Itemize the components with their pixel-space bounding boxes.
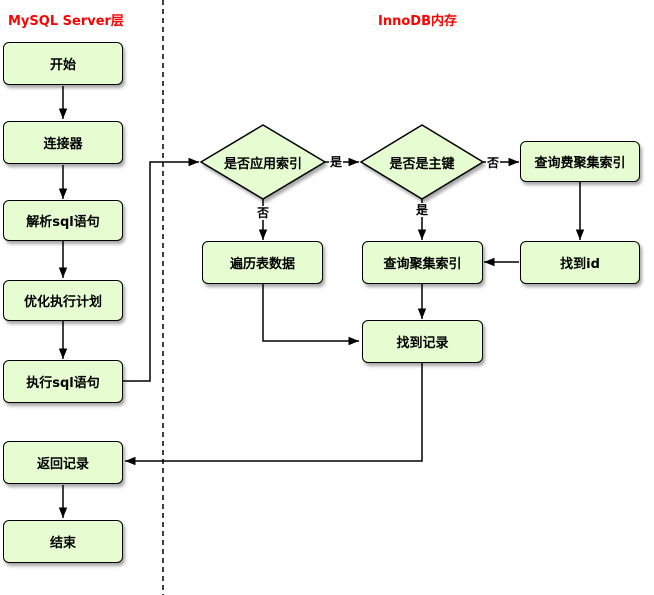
- lane-title-mysql-server: MySQL Server层: [8, 14, 124, 29]
- node-find-id[interactable]: 找到id: [520, 241, 640, 284]
- node-query-secondary-index[interactable]: 查询费聚集索引: [520, 141, 640, 182]
- node-return-record[interactable]: 返回记录: [3, 441, 123, 484]
- edge-label-yes-primary: 是: [415, 203, 430, 217]
- node-query-clustered-index[interactable]: 查询聚集索引: [362, 241, 483, 284]
- node-parse-sql[interactable]: 解析sql语句: [3, 200, 123, 241]
- arrow-record-to-return: [125, 363, 423, 466]
- node-start[interactable]: 开始: [3, 42, 123, 85]
- edge-label-no-use-index: 否: [256, 206, 271, 220]
- node-connector[interactable]: 连接器: [3, 121, 123, 164]
- node-traverse-table[interactable]: 遍历表数据: [202, 241, 323, 284]
- node-optimize-plan[interactable]: 优化执行计划: [3, 280, 123, 321]
- node-execute-sql[interactable]: 执行sql语句: [3, 360, 123, 403]
- edge-label-yes-use-index: 是: [329, 155, 344, 169]
- arrow-traverse-to-record: [262, 284, 359, 346]
- decision-is-primary-key[interactable]: 是否是主键: [389, 156, 455, 172]
- decision-use-index[interactable]: 是否应用索引: [223, 156, 302, 172]
- lane-title-innodb: InnoDB内存: [378, 14, 457, 29]
- node-find-record[interactable]: 找到记录: [362, 320, 483, 363]
- edge-label-no-primary: 否: [486, 156, 501, 170]
- arrow-execute-to-decision: [123, 157, 199, 382]
- node-end[interactable]: 结束: [3, 520, 123, 563]
